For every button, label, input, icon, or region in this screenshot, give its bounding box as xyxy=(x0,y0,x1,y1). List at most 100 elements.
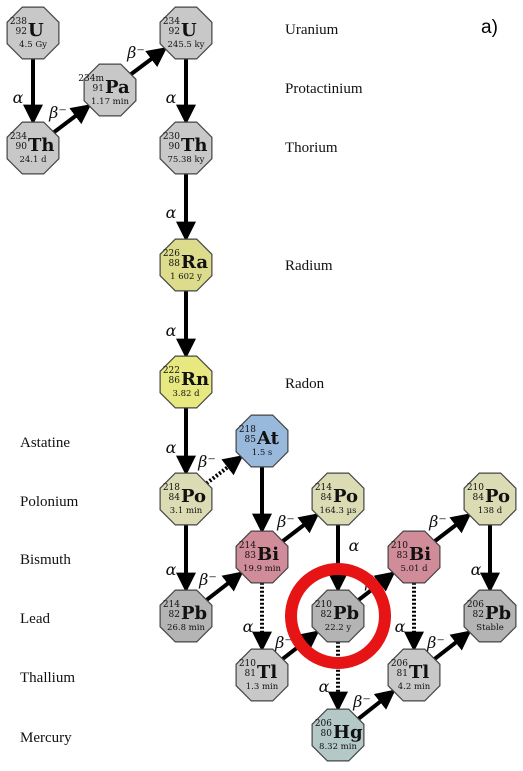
row-label-bismuth: Bismuth xyxy=(20,552,71,568)
nuclide-half-life: 22.2 y xyxy=(325,623,352,633)
row-label-astatine: Astatine xyxy=(20,435,70,451)
nuclide-octagon xyxy=(387,648,441,702)
decay-label-beta-tl206-pb206: β⁻ xyxy=(426,633,445,652)
nuclide-symbol: Th xyxy=(181,135,207,156)
nuclide-octagon xyxy=(159,121,213,175)
decay-label-alpha-bi214-tl210: α xyxy=(243,617,254,636)
nuclide-half-life: 4.5 Gy xyxy=(19,40,47,50)
nuclide-octagon xyxy=(463,589,517,643)
nuclide-symbol: Pa xyxy=(105,77,130,98)
decay-arrow-hg206-tl206 xyxy=(356,689,396,721)
nuclide-mass-number: 214 xyxy=(239,541,256,551)
nuclide-atomic-number: 85 xyxy=(245,435,257,445)
nuclide-symbol: Tl xyxy=(257,662,277,683)
decay-arrows xyxy=(23,47,500,721)
nuclide-symbol: Pb xyxy=(485,603,511,624)
row-label-uranium: Uranium xyxy=(285,22,339,38)
row-label-lead: Lead xyxy=(20,611,50,627)
nuclide-mass-number: 238 xyxy=(10,17,27,27)
decay-arrow-pb214-bi214 xyxy=(205,571,244,602)
nuclide-half-life: 3.82 d xyxy=(172,389,200,399)
nuclide-atomic-number: 82 xyxy=(473,610,484,620)
nuclide-half-life: 164.3 µs xyxy=(320,506,357,516)
decay-arrow-bi214-po214 xyxy=(281,513,320,543)
row-label-mercury: Mercury xyxy=(20,730,72,746)
nuclide-mass-number: 206 xyxy=(391,659,408,669)
highlight-circle xyxy=(285,563,391,669)
decay-label-alpha-th230-ra226: α xyxy=(166,203,177,222)
nuclide-octagon xyxy=(235,648,289,702)
highlight-ring xyxy=(285,563,391,669)
decay-label-beta-th234-pa234m: β⁻ xyxy=(48,103,67,122)
nuclide-atomic-number: 90 xyxy=(16,142,28,152)
nuclide-atomic-number: 81 xyxy=(245,669,256,679)
nuclide-octagon xyxy=(159,472,213,526)
nuclide-mass-number: 210 xyxy=(239,659,256,669)
decay-label-beta-bi214-po214: β⁻ xyxy=(276,512,295,531)
row-label-polonium: Polonium xyxy=(20,494,79,510)
nuclide-symbol: U xyxy=(28,20,44,41)
nuclide-mass-number: 234m xyxy=(78,74,104,84)
nuclide-octagon xyxy=(235,414,289,468)
nuclide-mass-number: 222 xyxy=(163,366,180,376)
nuclide-symbol: Tl xyxy=(409,662,429,683)
nuclide-symbol: Po xyxy=(333,486,358,507)
nuclide-octagon xyxy=(311,472,365,526)
decay-label-alpha-u238-th234: α xyxy=(13,88,24,107)
nuclide-half-life: 1.17 min xyxy=(91,97,129,107)
nuclide-mass-number: 234 xyxy=(10,132,27,142)
panel-label: a) xyxy=(481,17,498,38)
nuclide-atomic-number: 82 xyxy=(169,610,180,620)
nuclide-atomic-number: 91 xyxy=(93,84,104,94)
decay-label-beta-po218-at218: β⁻ xyxy=(197,452,216,471)
row-label-protactinium: Protactinium xyxy=(285,81,363,97)
nuclide-octagon xyxy=(311,708,365,762)
nuclide-octagon xyxy=(159,589,213,643)
nuclide-atomic-number: 92 xyxy=(169,27,180,37)
nuclide-octagon xyxy=(6,6,60,60)
decay-label-alpha-rn222-po218: α xyxy=(166,438,177,457)
nuclide-half-life: 8.32 min xyxy=(319,742,357,752)
nuclide-symbol: Hg xyxy=(333,722,363,743)
nuclide-mass-number: 230 xyxy=(163,132,180,142)
decay-label-alpha-bi210-tl206: α xyxy=(395,617,406,636)
nuclide-half-life: 3.1 min xyxy=(170,506,203,516)
nuclide-atomic-number: 88 xyxy=(169,259,181,269)
nuclide-atomic-number: 82 xyxy=(321,610,332,620)
nuclide-half-life: 1 602 y xyxy=(170,272,202,282)
nuclide-half-life: 138 d xyxy=(478,506,503,516)
nuclide-atomic-number: 84 xyxy=(473,493,485,503)
decay-label-alpha-u234-th230: α xyxy=(166,88,177,107)
nuclide-atomic-number: 80 xyxy=(321,729,333,739)
decay-label-beta-pb214-bi214: β⁻ xyxy=(198,570,217,589)
nuclide-symbol: Pb xyxy=(333,603,359,624)
nuclide-symbol: At xyxy=(256,428,280,449)
nuclide-symbol: Ra xyxy=(181,252,208,273)
nuclide-mass-number: 234 xyxy=(163,17,180,27)
nuclide-atomic-number: 83 xyxy=(397,551,409,561)
decay-arrow-po218-at218 xyxy=(205,455,244,485)
nuclide-octagon xyxy=(311,589,365,643)
nuclide-symbol: Th xyxy=(28,135,54,156)
decay-label-alpha-po214-pb210: α xyxy=(349,536,360,555)
nuclide-octagon xyxy=(83,63,137,117)
decay-label-alpha-po210-pb206: α xyxy=(471,560,482,579)
decay-arrow-bi210-po210 xyxy=(433,513,472,543)
nuclide-atomic-number: 84 xyxy=(321,493,333,503)
decay-label-alpha-po218-pb214: α xyxy=(166,560,177,579)
nuclide-symbol: Bi xyxy=(257,544,279,565)
row-label-radon: Radon xyxy=(285,376,325,392)
decay-label-beta-tl210-pb210: β⁻ xyxy=(274,633,293,652)
